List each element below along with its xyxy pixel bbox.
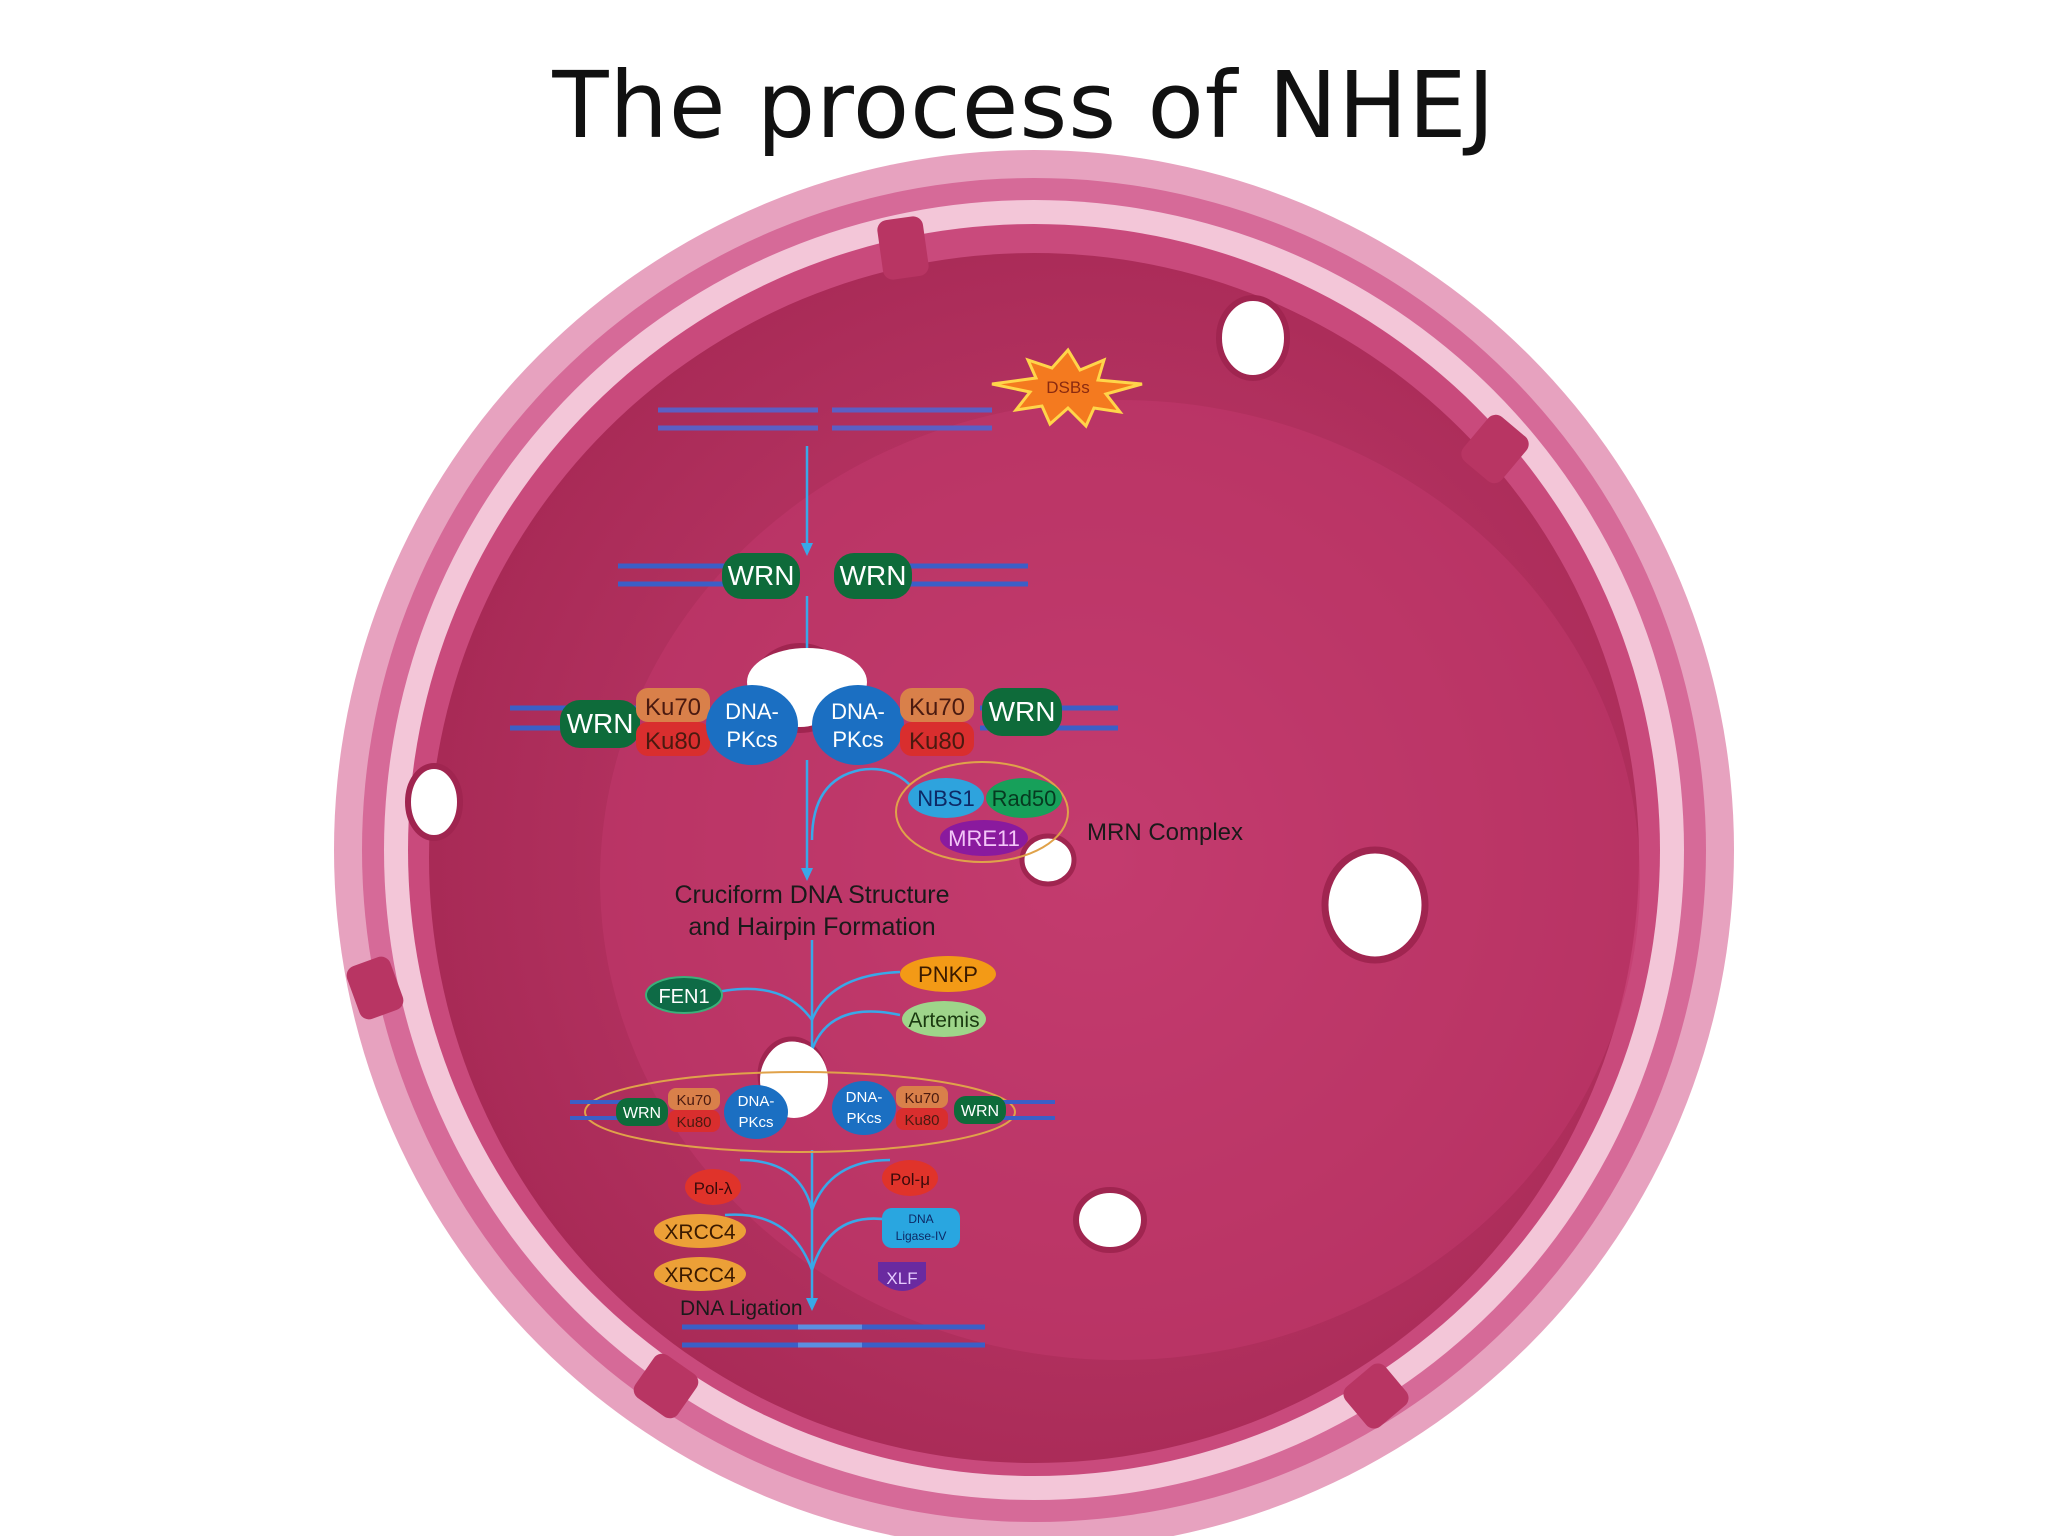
ligation-factors: Pol-λ Pol-μ XRCC4 XRCC4 DNA Ligase-IV XL…: [654, 1160, 960, 1291]
dnapkcs-label: PKcs: [846, 1110, 881, 1127]
processing-enzymes: FEN1 PNKP Artemis: [645, 956, 996, 1037]
dnapkcs-label: DNA-: [831, 699, 885, 724]
fen1-label: FEN1: [658, 986, 709, 1008]
rad50-label: Rad50: [992, 786, 1057, 811]
ku70-label: Ku70: [904, 1090, 939, 1107]
nucleus: [334, 150, 1734, 1536]
ku70-label: Ku70: [909, 694, 965, 721]
cruciform-label-line2: and Hairpin Formation: [688, 913, 935, 941]
ligated-dna-joint: [798, 1324, 862, 1348]
dsbs-starburst: DSBs: [991, 347, 1143, 429]
nbs1-label: NBS1: [917, 786, 974, 811]
ku70-label: Ku70: [676, 1092, 711, 1109]
pnkp-label: PNKP: [918, 962, 978, 987]
dnapkcs-label: PKcs: [832, 727, 883, 752]
wrn-label: WRN: [728, 560, 795, 591]
slide-title: The process of NHEJ: [552, 52, 1496, 159]
dnapkcs-label: DNA-: [738, 1093, 775, 1110]
mre11-label: MRE11: [948, 826, 1020, 851]
dnapkcs-label: PKcs: [738, 1114, 773, 1131]
dnapkcs-label: DNA-: [846, 1089, 883, 1106]
wrn-binding-step: WRN WRN: [618, 553, 1028, 599]
dnapkcs-label: PKcs: [726, 727, 777, 752]
mrn-complex-label: MRN Complex: [1087, 819, 1243, 846]
artemis-label: Artemis: [908, 1009, 979, 1032]
cruciform-label-line1: Cruciform DNA Structure: [674, 881, 949, 909]
ku80-label: Ku80: [909, 728, 965, 755]
dnapkcs-label: DNA-: [725, 699, 779, 724]
second-complex: WRN Ku70 Ku80 DNA- PKcs DNA- PKcs Ku70 K…: [570, 1042, 1055, 1153]
wrn-label: WRN: [840, 560, 907, 591]
pol-mu-label: Pol-μ: [890, 1170, 930, 1189]
ligase-label: Ligase-IV: [896, 1229, 947, 1243]
pol-lambda-label: Pol-λ: [694, 1179, 733, 1198]
ku80-label: Ku80: [645, 728, 701, 755]
ku70-label: Ku70: [645, 694, 701, 721]
wrn-label: WRN: [623, 1105, 661, 1122]
broken-dna: [658, 407, 992, 431]
wrn-label: WRN: [567, 708, 634, 739]
wrn-label: WRN: [989, 696, 1056, 727]
dna-ligation-label: DNA Ligation: [680, 1297, 803, 1320]
nuclear-pores: [346, 216, 1529, 1429]
xrcc4-label: XRCC4: [664, 1264, 736, 1287]
pathway-arrows: [704, 446, 911, 1300]
ku-dnapkcs-complex: WRN Ku70 Ku80 DNA- PKcs DNA- PKcs Ku70 K…: [510, 648, 1118, 765]
wrn-label: WRN: [961, 1103, 999, 1120]
ku80-label: Ku80: [904, 1112, 939, 1129]
ku80-label: Ku80: [676, 1114, 711, 1131]
xrcc4-label: XRCC4: [664, 1221, 736, 1244]
ligase-label: DNA: [908, 1212, 933, 1226]
mrn-complex: NBS1 Rad50 MRE11 MRN Complex: [895, 761, 1243, 863]
dsbs-label: DSBs: [1046, 378, 1089, 397]
xlf-label: XLF: [886, 1269, 917, 1288]
